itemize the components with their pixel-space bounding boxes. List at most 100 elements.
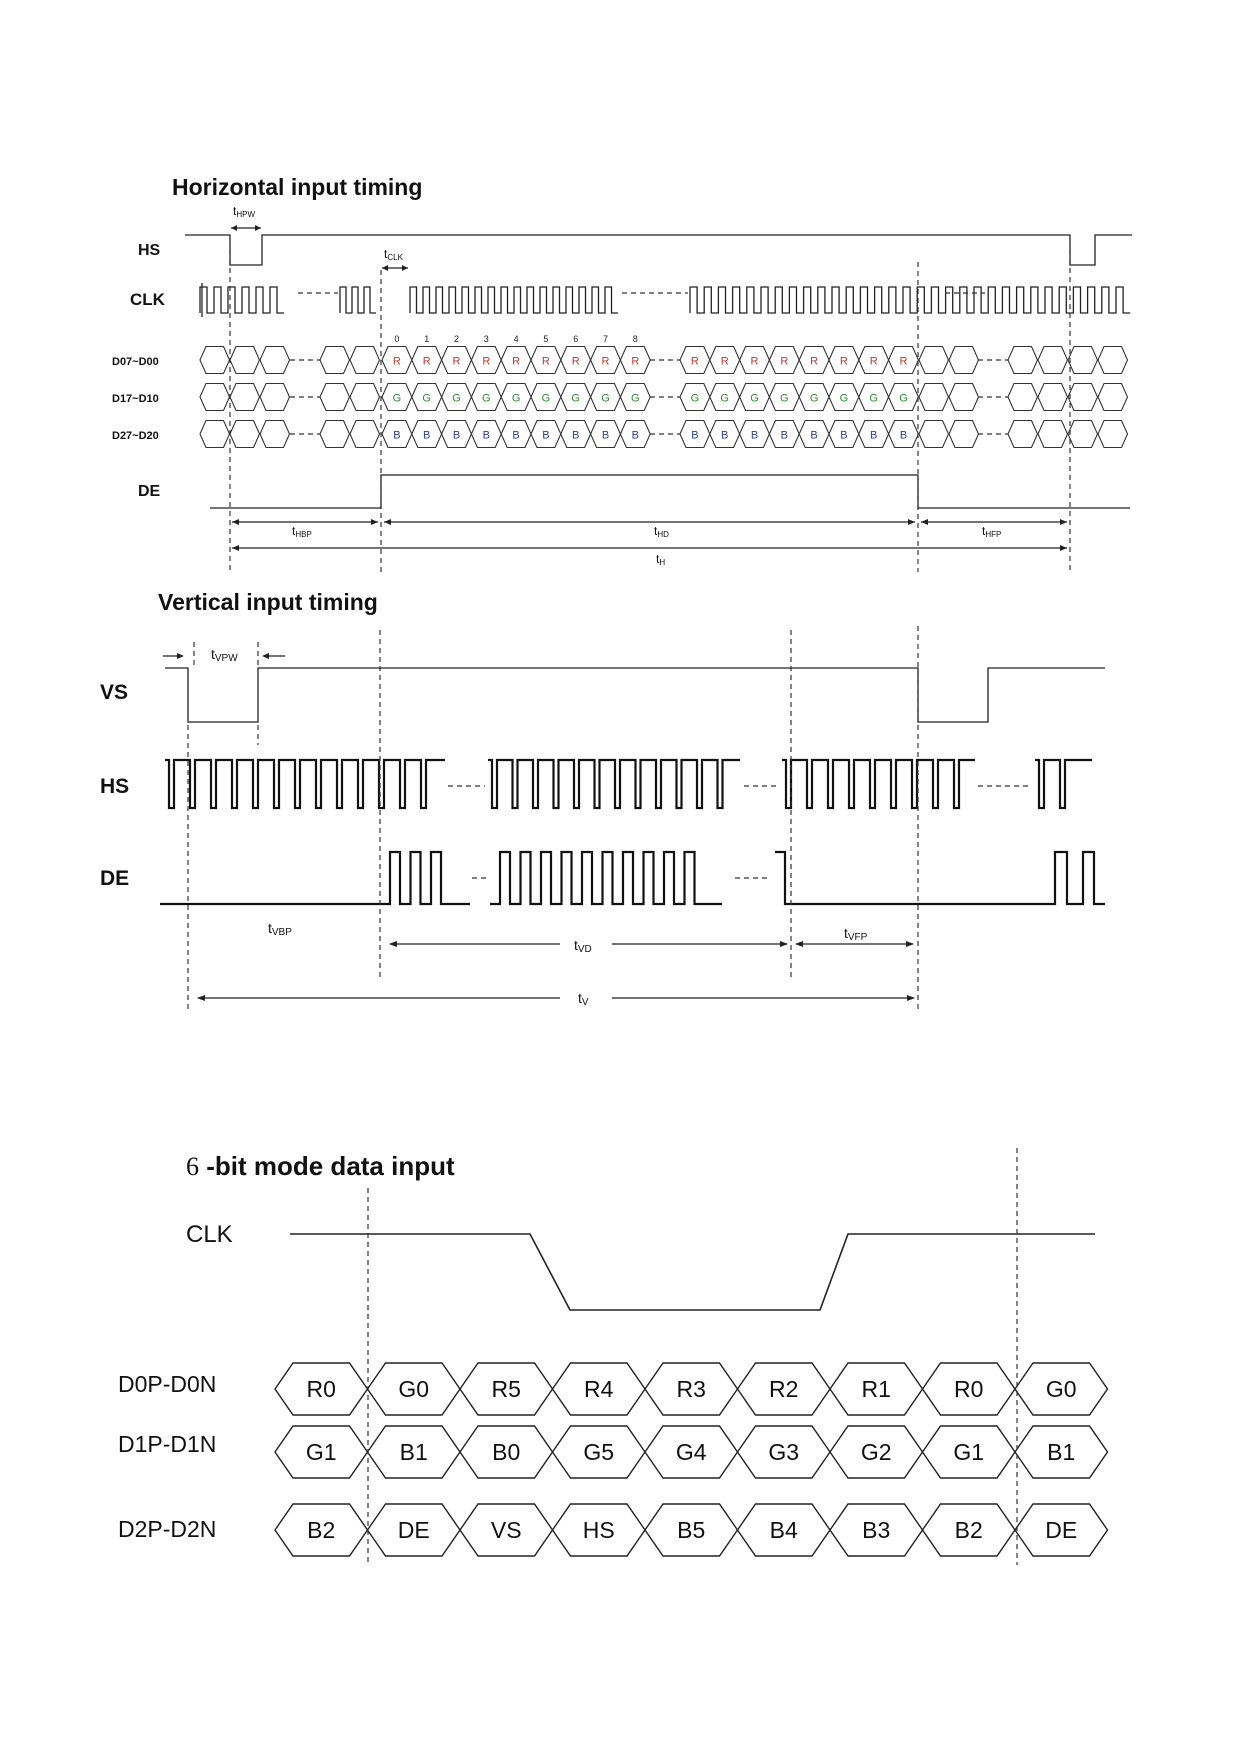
h-tclk-arrowhead-l [382,265,388,271]
h-bus-data-letter: G [542,393,551,405]
h-bus-data-letter: G [810,393,819,405]
sixbit-lane2-label: D2P-D2N [118,1516,216,1542]
horizontal-timing-section: Horizontal input timing HS CLK D07~D00 D… [112,174,1132,572]
h-bus-data-letter: B [632,430,639,442]
sixbit-cell-label: G2 [861,1439,892,1465]
h-bus-data-letter: R [840,356,848,368]
sixbit-cell-label: R1 [862,1376,891,1402]
h-bus-data-letter: B [721,430,728,442]
sixbit-cell-label: G0 [398,1376,429,1402]
h-tclk-label: tCLK [384,247,404,262]
h-hd-head-r [908,519,915,525]
h-bus-blank-cell [1067,382,1099,412]
h-bus-blank-cell [319,345,351,375]
sixbit-cell-label: G1 [953,1439,984,1465]
h-bus-data-letter: G [631,393,640,405]
v-tv-head-r [907,995,915,1001]
h-pixel-index: 2 [454,334,459,344]
h-bus-data-letter: B [572,430,579,442]
h-bus-blank-cell [918,419,950,449]
h-bus-data-letter: R [721,356,729,368]
h-hbp-head-r [371,519,378,525]
v-de-label: DE [100,867,129,890]
h-pixel-index: 1 [424,334,429,344]
sixbit-cell [1014,1362,1109,1416]
v-vfp-head-l [795,941,803,947]
h-pixel-index: 7 [603,334,608,344]
sixbit-cell-label: B3 [862,1517,890,1543]
h-bus-data-letter: R [751,356,759,368]
h-clk-segment [339,286,376,314]
sixbit-clk-label: CLK [186,1221,233,1248]
h-bus-data-letter: B [810,430,817,442]
h-bus-data-letter: G [840,393,849,405]
h-d2-label: D27~D20 [112,430,159,442]
h-bus-data-letter: R [542,356,550,368]
h-bus-data-letter: R [691,356,699,368]
h-bus-blank-cell [229,345,261,375]
h-clk-gaps [199,283,1131,317]
sixbit-cell-label: HS [583,1517,615,1543]
v-vpw-head-l [177,653,184,659]
sixbit-cell-label: G4 [676,1439,707,1465]
h-th-head-r [1060,545,1067,551]
h-bus-data-letter: B [512,430,519,442]
h-bus-data-letter: R [482,356,490,368]
h-hpw-arrowhead-l [231,225,237,231]
h-bus-blank-cell [1067,345,1099,375]
h-pixel-index: 5 [543,334,548,344]
h-bus-data-letter: R [602,356,610,368]
sixbit-cell-label: R5 [492,1376,521,1402]
sixbit-cell-label: B2 [955,1517,983,1543]
v-vs-label: VS [100,681,128,704]
h-bus-data-letter: B [423,430,430,442]
h-bus-data-letter: R [453,356,461,368]
v-vd-head-r [780,941,788,947]
h-bus-data-letter: G [452,393,461,405]
h-bus-blank-cell [1037,345,1069,375]
h-bus-blank-cell [918,382,950,412]
h-bus-blank-cell [1007,345,1039,375]
h-tclk-arrowhead-r [402,265,408,271]
h-bus-blank-cell [259,419,291,449]
sixbit-cell-label: R0 [954,1376,983,1402]
h-bus-data-letter: B [542,430,549,442]
v-tv-label: tV [578,990,589,1008]
v-vd-head-l [389,941,397,947]
sixbit-cell-label: B1 [400,1439,428,1465]
h-bus-data-letter: G [422,393,431,405]
sixbit-cell-label: B1 [1047,1439,1075,1465]
h-pixel-index: 0 [394,334,399,344]
h-hs-label: HS [138,242,161,259]
h-bus-blank-cell [199,382,231,412]
sixbit-lane0-label: D0P-D0N [118,1371,216,1397]
h-bus-data-letter: R [512,356,520,368]
h-bus-data-letter: G [512,393,521,405]
h-bus-blank-cell [1097,419,1129,449]
sixbit-cell-label: B0 [492,1439,520,1465]
h-hpw-arrowhead-r [255,225,261,231]
sixbit-cell-label: B2 [307,1517,335,1543]
v-vfp-head-r [906,941,914,947]
h-bus-data-letter: R [423,356,431,368]
h-clk-segment [409,286,618,314]
v-tv-head-l [197,995,205,1001]
h-hs-waveform [185,234,1132,266]
h-hfp-head-l [921,519,928,525]
sixbit-cell-label: DE [398,1517,430,1543]
h-bus-blank-cell [1007,419,1039,449]
vertical-timing-title: Vertical input timing [158,589,378,615]
h-de-label: DE [138,483,161,500]
sixbit-cell-label: B5 [677,1517,705,1543]
h-hd-head-l [384,519,391,525]
h-bus-data-letter: R [780,356,788,368]
h-hbp-label: tHBP [292,524,312,539]
h-bus-data-letter: R [631,356,639,368]
sixbit-cell-label: G1 [306,1439,337,1465]
h-bus-data-letter: G [601,393,610,405]
h-d0-label: D07~D00 [112,356,159,368]
h-bus-data-letter: R [870,356,878,368]
